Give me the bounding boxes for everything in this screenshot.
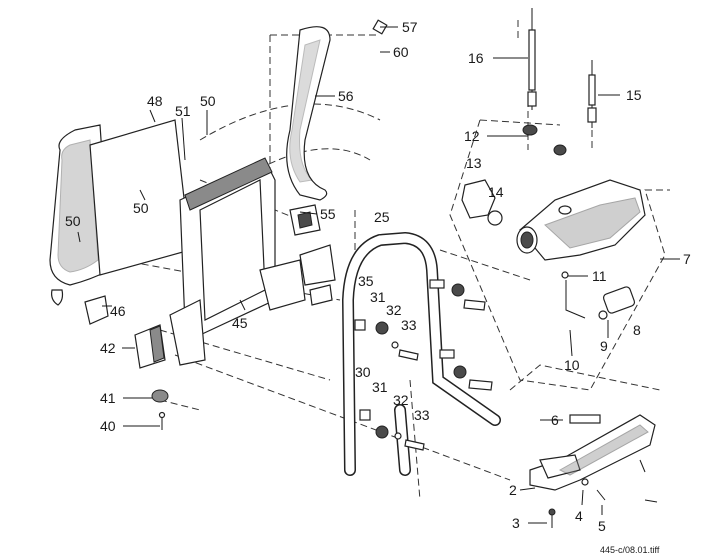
callout-56: 56 bbox=[338, 88, 354, 104]
tube-frame-part bbox=[341, 231, 501, 476]
callout-50-top: 50 bbox=[200, 93, 216, 109]
callout-32-bottom: 32 bbox=[393, 392, 409, 408]
callout-42: 42 bbox=[100, 340, 116, 356]
callout-32-top: 32 bbox=[386, 302, 402, 318]
callout-35: 35 bbox=[358, 273, 374, 289]
callout-48: 48 bbox=[147, 93, 163, 109]
callout-labels: 57 60 56 48 51 50 50 50 55 25 46 45 42 4… bbox=[65, 19, 691, 534]
callout-5: 5 bbox=[598, 518, 606, 534]
callout-9: 9 bbox=[600, 338, 608, 354]
callout-8: 8 bbox=[633, 322, 641, 338]
callout-57: 57 bbox=[402, 19, 418, 35]
callout-46: 46 bbox=[110, 303, 126, 319]
clamp-hardware-parts bbox=[354, 279, 493, 451]
fuel-tank-part bbox=[461, 8, 646, 320]
callout-30: 30 bbox=[355, 364, 371, 380]
callout-10: 10 bbox=[564, 357, 580, 373]
figure-caption: 445-c/08.01.tiff bbox=[600, 545, 660, 555]
callout-50-mid: 50 bbox=[133, 200, 149, 216]
callout-6: 6 bbox=[551, 412, 559, 428]
callout-60: 60 bbox=[393, 44, 409, 60]
callout-41: 41 bbox=[100, 390, 116, 406]
main-frame-part bbox=[169, 157, 306, 366]
callout-40: 40 bbox=[100, 418, 116, 434]
callout-45: 45 bbox=[232, 315, 248, 331]
callout-31-bottom: 31 bbox=[372, 379, 388, 395]
callout-14: 14 bbox=[488, 184, 504, 200]
callout-50-left: 50 bbox=[65, 213, 81, 229]
back-cover-part bbox=[49, 119, 191, 306]
hinge-bracket-parts bbox=[84, 244, 336, 430]
callout-51: 51 bbox=[175, 103, 191, 119]
callout-31-top: 31 bbox=[370, 289, 386, 305]
callout-4: 4 bbox=[575, 508, 583, 524]
callout-3: 3 bbox=[512, 515, 520, 531]
base-plate-part bbox=[529, 414, 658, 528]
shoulder-strap-part bbox=[286, 19, 388, 236]
callout-11: 11 bbox=[592, 268, 607, 284]
callout-33-top: 33 bbox=[401, 317, 417, 333]
callout-13: 13 bbox=[466, 155, 482, 171]
callout-12: 12 bbox=[464, 128, 480, 144]
callout-16: 16 bbox=[468, 50, 484, 66]
callout-2: 2 bbox=[509, 482, 517, 498]
callout-15: 15 bbox=[626, 87, 642, 103]
callout-33-bottom: 33 bbox=[414, 407, 430, 423]
callout-25: 25 bbox=[374, 209, 390, 225]
callout-7: 7 bbox=[683, 251, 691, 267]
callout-55: 55 bbox=[320, 206, 336, 222]
leader-lines bbox=[77, 26, 680, 524]
